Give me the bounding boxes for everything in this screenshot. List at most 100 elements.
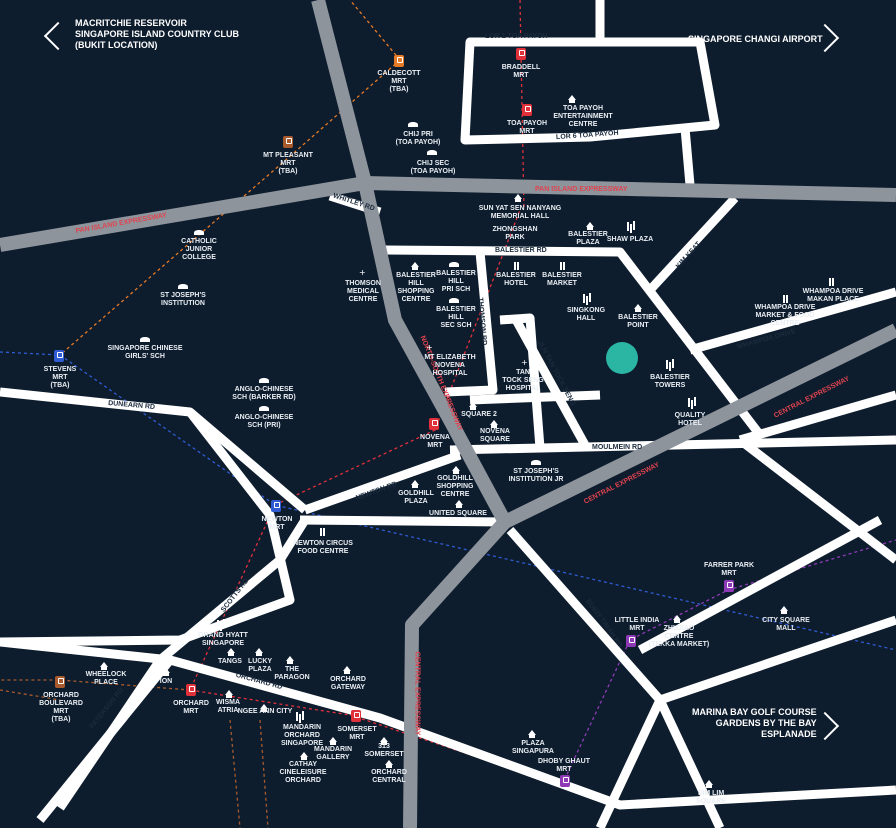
mrt-icon[interactable]: [560, 775, 570, 787]
place-balestierhotel: BALESTIER HOTEL: [496, 272, 536, 287]
place-mtelizabeth: MT ELIZABETH NOVENA HOSPITAL: [424, 354, 476, 377]
downtown-line: [0, 351, 896, 651]
place-catholicjc: CATHOLIC JUNIOR COLLEGE: [181, 238, 217, 261]
hotel-icon: [514, 262, 516, 270]
mrt-icon[interactable]: [429, 418, 439, 430]
mrt-icon[interactable]: [271, 500, 281, 512]
mrt-icon[interactable]: [394, 55, 404, 67]
mrt-icon[interactable]: [522, 104, 532, 116]
building-icon: [586, 222, 594, 230]
nav-macritchie[interactable]: MACRITCHIE RESERVOIR SINGAPORE ISLAND CO…: [75, 18, 240, 50]
rochor-road: [658, 615, 896, 705]
place-balestiersec: BALESTIER HILL SEC SCH: [436, 306, 476, 329]
mrt-newton[interactable]: NEWTON MRT: [261, 516, 293, 531]
north-south-line-mid: [274, 209, 521, 506]
exp-label-pie-right: PAN ISLAND EXPRESSWAY: [535, 186, 628, 193]
place-sjijunior: ST JOSEPH'S INSTITUTION JR: [508, 468, 564, 483]
newton-circus-road: [299, 515, 506, 527]
mrt-toapayoh[interactable]: TOA PAYOH MRT: [506, 120, 548, 135]
circle-line-south: [229, 719, 269, 828]
place-whampoafood: WHAMPOA DRIVE MARKET & FOOD CENTRE: [754, 304, 816, 327]
building-icon: [286, 656, 294, 664]
mrt-icon[interactable]: [351, 710, 361, 722]
hospital-icon: +: [426, 343, 433, 352]
place-tangs: TANGS: [218, 658, 242, 665]
mrt-farrerpark[interactable]: FARRER PARK MRT: [703, 562, 755, 577]
place-313: 313 SOMERSET: [364, 743, 404, 758]
place-ngeeann: NGEE ANN CITY: [237, 708, 293, 715]
place-balestiertowers: BALESTIER TOWERS: [650, 374, 690, 389]
building-icon: [528, 730, 536, 738]
school-icon: [531, 460, 541, 465]
whampoa-drive: [688, 287, 896, 355]
building-icon: [780, 606, 788, 614]
building-icon: [255, 648, 263, 656]
school-icon: [427, 150, 437, 155]
mrt-orchard[interactable]: ORCHARD MRT: [173, 700, 209, 715]
place-novenasquare: NOVENA SQUARE: [480, 428, 510, 443]
place-goldhillcentre: GOLDHILL SHOPPING CENTRE: [436, 475, 474, 498]
place-simlim: SIM LIM SQUARE: [696, 790, 726, 805]
building-icon: [260, 704, 268, 712]
mrt-icon[interactable]: [283, 136, 293, 148]
mrt-stevens[interactable]: STEVENS MRT (TBA): [43, 366, 77, 389]
road-label-lor1: LOR 1 TOA PAYOH: [485, 33, 548, 40]
building-icon: [343, 666, 351, 674]
place-paragon: THE PARAGON: [274, 666, 310, 681]
mrt-icon[interactable]: [54, 350, 64, 362]
place-mandaringallery: MANDARIN GALLERY: [313, 746, 353, 761]
school-icon: [140, 337, 150, 342]
place-goldhillplaza: GOLDHILL PLAZA: [398, 490, 434, 505]
place-balestierpoint: BALESTIER POINT: [618, 314, 658, 329]
north-east-line: [561, 539, 896, 786]
place-mandarin: MANDARIN ORCHARD SINGAPORE: [280, 724, 323, 747]
place-luckyplaza: LUCKY PLAZA: [247, 658, 273, 673]
nav-changi-airport[interactable]: SINGAPORE CHANGI AIRPORT: [688, 34, 823, 44]
road-label-balestier: BALESTIER RD: [495, 247, 547, 254]
building-icon: [634, 304, 642, 312]
nav-marina-bay[interactable]: MARINA BAY GOLF COURSE GARDENS BY THE BA…: [692, 707, 817, 739]
mrt-mtpleasant[interactable]: MT PLEASANT MRT (TBA): [263, 152, 313, 175]
kim-keat-road: [646, 194, 739, 294]
mrt-icon[interactable]: [186, 684, 196, 696]
toa-payoh-loop: [460, 37, 720, 145]
school-icon: [408, 122, 418, 127]
place-zhujiao: ZHUJIAO CENTRE (TEKKA MARKET): [648, 625, 710, 648]
mrt-icon[interactable]: [516, 48, 526, 60]
building-icon: [380, 737, 388, 745]
mrt-icon[interactable]: [626, 635, 636, 647]
mrt-caldecott[interactable]: CALDECOTT MRT (TBA): [377, 70, 421, 93]
selegie-road: [595, 698, 665, 828]
building-icon: [514, 194, 522, 202]
jalan-tan-tock-seng-w: [499, 313, 545, 449]
school-icon: [449, 262, 459, 267]
mrt-littleindia[interactable]: LITTLE INDIA MRT: [614, 617, 660, 632]
circle-line-north: [349, 0, 401, 61]
pan-island-expressway: [0, 176, 896, 252]
place-unitedsquare: UNITED SQUARE: [429, 510, 487, 517]
school-icon: [259, 378, 269, 383]
building-icon: [296, 712, 298, 721]
building-icon: [583, 294, 585, 303]
school-icon: [194, 230, 204, 235]
building-icon: [300, 752, 308, 760]
mrt-somerset[interactable]: SOMERSET MRT: [337, 726, 377, 741]
place-zhongshan: ZHONGSHAN PARK: [492, 226, 538, 241]
north-south-line-south: [189, 504, 563, 786]
lor-6-extension: [680, 127, 695, 186]
building-icon: [490, 420, 498, 428]
mrt-dhobyghaut[interactable]: DHOBY GHAUT MRT: [538, 758, 590, 773]
mrt-icon[interactable]: [55, 676, 65, 688]
school-icon: [259, 406, 269, 411]
mrt-icon[interactable]: [724, 580, 734, 592]
balestier-road: [384, 245, 764, 438]
mrt-braddell[interactable]: BRADDELL MRT: [501, 64, 541, 79]
place-acsbarker: ANGLO-CHINESE SCH (BARKER RD): [232, 386, 296, 401]
mrt-orchardblvd[interactable]: ORCHARD BOULEVARD MRT (TBA): [39, 692, 83, 723]
mrt-novena[interactable]: NOVENA MRT: [420, 434, 450, 449]
market-icon: [560, 262, 562, 270]
building-icon: [469, 402, 477, 410]
paterson-road: [36, 657, 174, 823]
